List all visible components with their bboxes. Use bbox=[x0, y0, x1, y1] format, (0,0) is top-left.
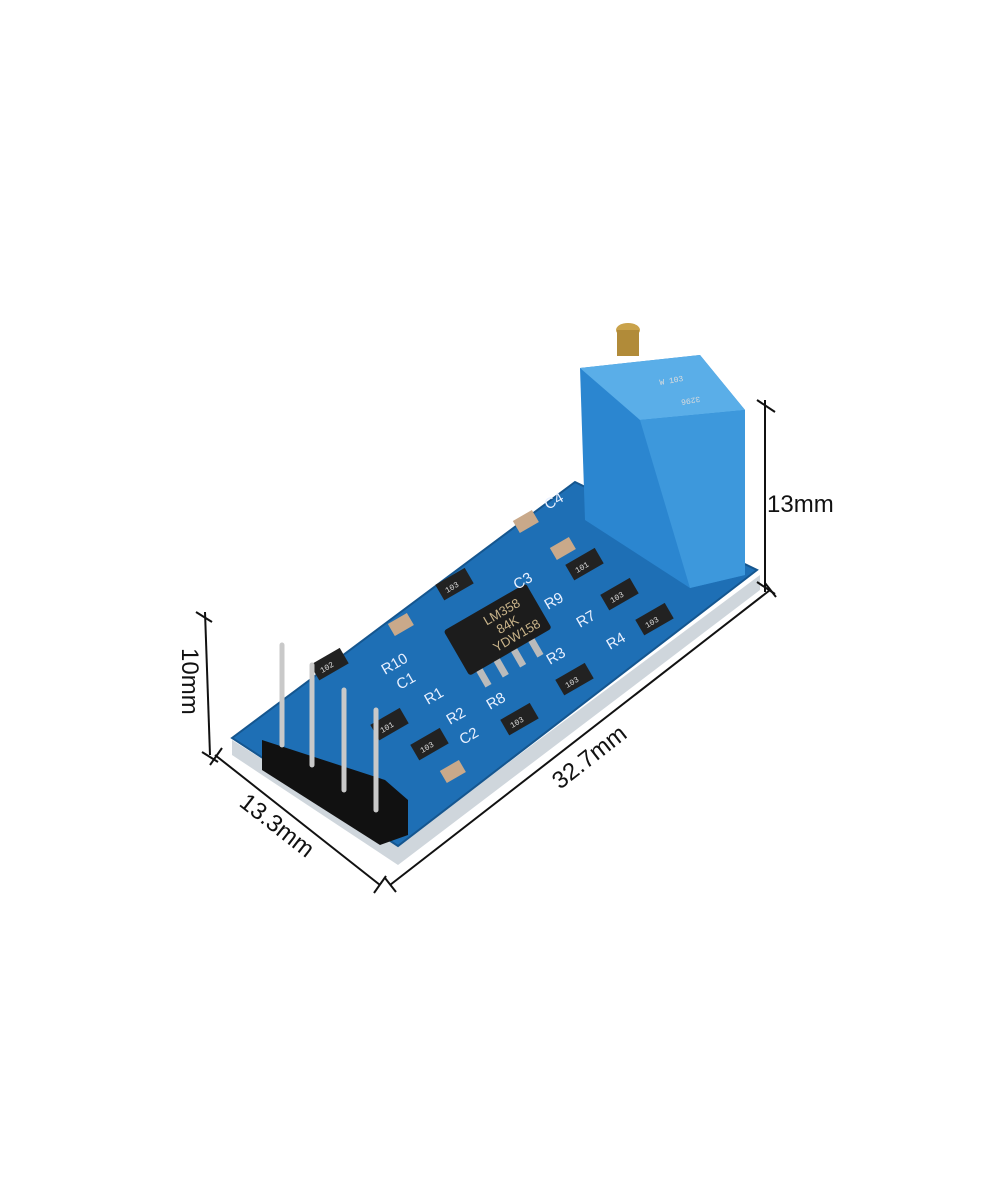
capacitor bbox=[549, 536, 576, 561]
resistor: 103 bbox=[600, 577, 639, 611]
pot-screw-shaft bbox=[617, 330, 639, 356]
pot-marking-2: 3296 bbox=[680, 394, 701, 406]
resistor: 103 bbox=[410, 727, 449, 761]
resistor: 102 bbox=[310, 647, 349, 681]
resistor: 101 bbox=[370, 707, 409, 741]
dimension-pot-height: 13mm bbox=[767, 491, 834, 518]
dimension-pin-height: 10mm bbox=[176, 648, 203, 715]
potentiometer: W 103 3296 bbox=[580, 323, 745, 588]
lm358-chip: LM358 84K YDW158 bbox=[444, 584, 551, 688]
capacitor bbox=[439, 759, 466, 784]
resistor: 103 bbox=[500, 702, 539, 736]
smd-resistors: 103 102 101 103 103 103 101 103 103 bbox=[310, 509, 674, 784]
resistor: 103 bbox=[435, 567, 474, 601]
resistor: 101 bbox=[565, 547, 604, 581]
dimension-lines bbox=[195, 399, 777, 894]
resistor: 103 bbox=[635, 602, 674, 636]
pin-header bbox=[262, 642, 408, 845]
pot-marking-1: W 103 bbox=[659, 375, 684, 388]
resistor: 103 bbox=[555, 662, 594, 696]
chip-pins bbox=[476, 638, 544, 688]
capacitor bbox=[387, 612, 414, 637]
header-pins bbox=[279, 642, 379, 813]
capacitor bbox=[512, 509, 539, 534]
